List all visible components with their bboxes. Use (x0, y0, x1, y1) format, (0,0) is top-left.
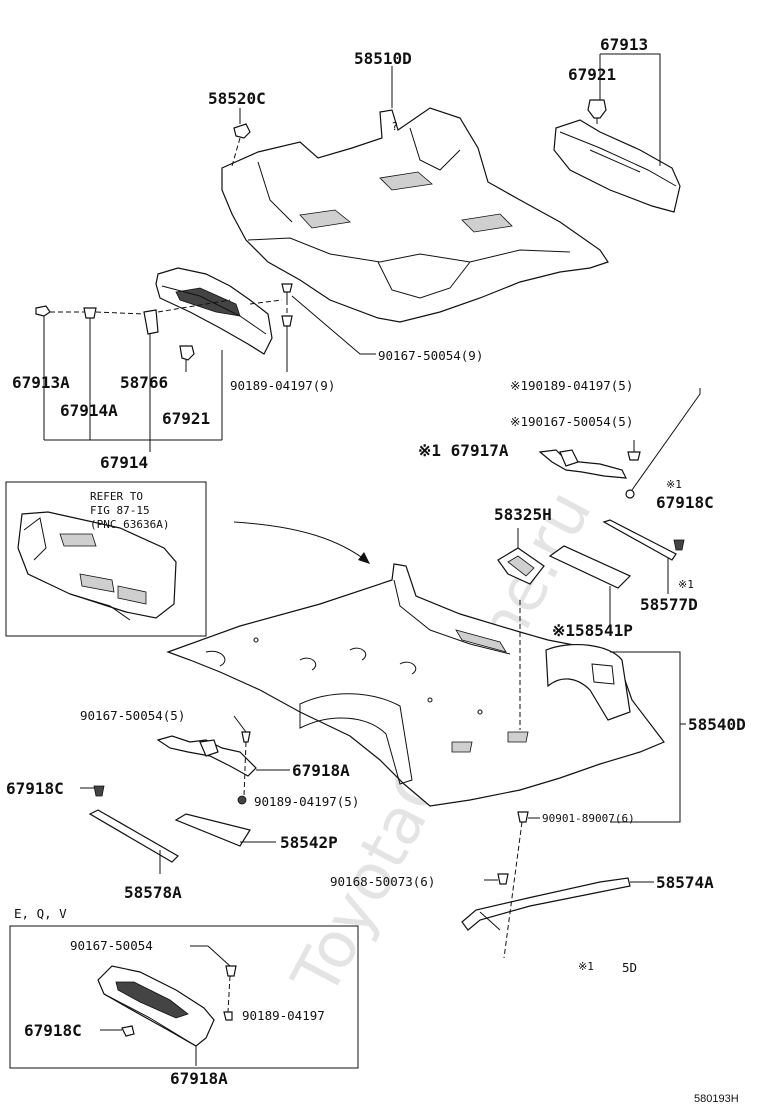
refer-line1: REFER TO (90, 490, 143, 503)
figure-code: 580193H (694, 1093, 739, 1105)
label-67921-top: 67921 (568, 65, 616, 84)
clip-90189-9 (281, 315, 293, 327)
bracket-58766 (143, 309, 159, 335)
label-58574a: 58574A (656, 873, 714, 892)
footnote-text: 5D (622, 960, 637, 975)
screw-90167-5-top (627, 440, 641, 461)
label-90168: 90168-50073(6) (330, 874, 435, 889)
clip-90189-5-top (625, 388, 701, 499)
label-58510d: 58510D (354, 49, 412, 68)
sill-strip-58578a (88, 809, 179, 874)
label-90189-5-mid: 90189-04197(5) (254, 794, 359, 809)
footnote-marker: ※1 (578, 960, 594, 973)
label-58577d: 58577D (640, 595, 698, 614)
screw-90167-9 (281, 283, 293, 300)
clip-58520c (233, 123, 251, 139)
label-67918c-right: 67918C (656, 493, 714, 512)
label-inset-90167: 90167-50054 (70, 938, 153, 953)
screw-90167-5-left (233, 715, 251, 743)
silencer-58542p (174, 813, 276, 847)
label-90167-5-top: ※190167-50054(5) (510, 414, 633, 429)
svg-text:?: ? (392, 120, 398, 133)
label-67918a: 67918A (292, 761, 350, 780)
part-labels: 67913 58510D 67921 58520C 90167-50054(9)… (6, 35, 746, 1105)
label-inset-67918c: 67918C (24, 1021, 82, 1040)
inset-box (9, 925, 359, 1069)
label-90167-9: 90167-50054(9) (378, 348, 483, 363)
label-67914a: 67914A (60, 401, 118, 420)
pad-58325h (497, 528, 545, 585)
sill-strip-58574a (461, 877, 654, 931)
clip-67921-top (587, 99, 607, 124)
label-58542p: 58542P (280, 833, 338, 852)
label-58325h: 58325H (494, 505, 552, 524)
label-58540d: 58540D (688, 715, 746, 734)
label-inset-90189: 90189-04197 (242, 1008, 325, 1023)
label-inset-67918a: 67918A (170, 1069, 228, 1088)
label-90189-5-top: ※190189-04197(5) (510, 378, 633, 393)
label-90167-5-left: 90167-50054(5) (80, 708, 185, 723)
label-58520c: 58520C (208, 89, 266, 108)
label-58541p: ※158541P (552, 621, 633, 640)
label-90901: 90901-89007(6) (542, 812, 635, 825)
dashed-line-left-mid (243, 741, 247, 797)
refer-box: REFER TO FIG 87-15 (PNC 63636A) (5, 481, 207, 637)
label-67913: 67913 (600, 35, 648, 54)
refer-line2: FIG 87-15 (90, 504, 150, 517)
label-58766: 58766 (120, 373, 168, 392)
label-67914: 67914 (100, 453, 148, 472)
clip-67918c-left (80, 785, 105, 797)
label-67913a: 67913A (12, 373, 70, 392)
label-67917a: ※1 67917A (418, 441, 509, 460)
label-67918c-mark: ※1 (666, 478, 682, 491)
sill-strip-58577d (602, 519, 677, 594)
scuff-plate-67913 (553, 119, 681, 213)
floor-mat-front-58510d: ? (221, 107, 609, 323)
label-58577d-mark: ※1 (678, 578, 694, 591)
clip-67921-left (179, 345, 195, 361)
label-67921-left: 67921 (162, 409, 210, 428)
inset-title: E, Q, V (14, 906, 67, 921)
refer-arrow (233, 521, 369, 563)
label-58578a: 58578A (124, 883, 182, 902)
leader-lines-top (43, 53, 661, 452)
silencer-58541p (548, 545, 632, 632)
label-67918c-left: 67918C (6, 779, 64, 798)
bracket-67918a (156, 735, 290, 777)
dashed-line-bottom (503, 821, 523, 959)
bracket-67917a (538, 449, 628, 479)
clip-67918c-right (673, 539, 685, 551)
floor-mat-58540d (166, 563, 686, 823)
screw-90168 (484, 873, 509, 885)
clip-67913a (35, 305, 51, 317)
clip-90189-5-mid (237, 795, 247, 805)
label-90189-9: 90189-04197(9) (230, 378, 335, 393)
scuff-plate-67914 (155, 267, 273, 355)
refer-arrowhead (358, 552, 370, 564)
clip-90901 (517, 811, 540, 823)
clip-67914a (83, 307, 97, 319)
refer-line3: (PNC 63636A) (90, 518, 169, 531)
